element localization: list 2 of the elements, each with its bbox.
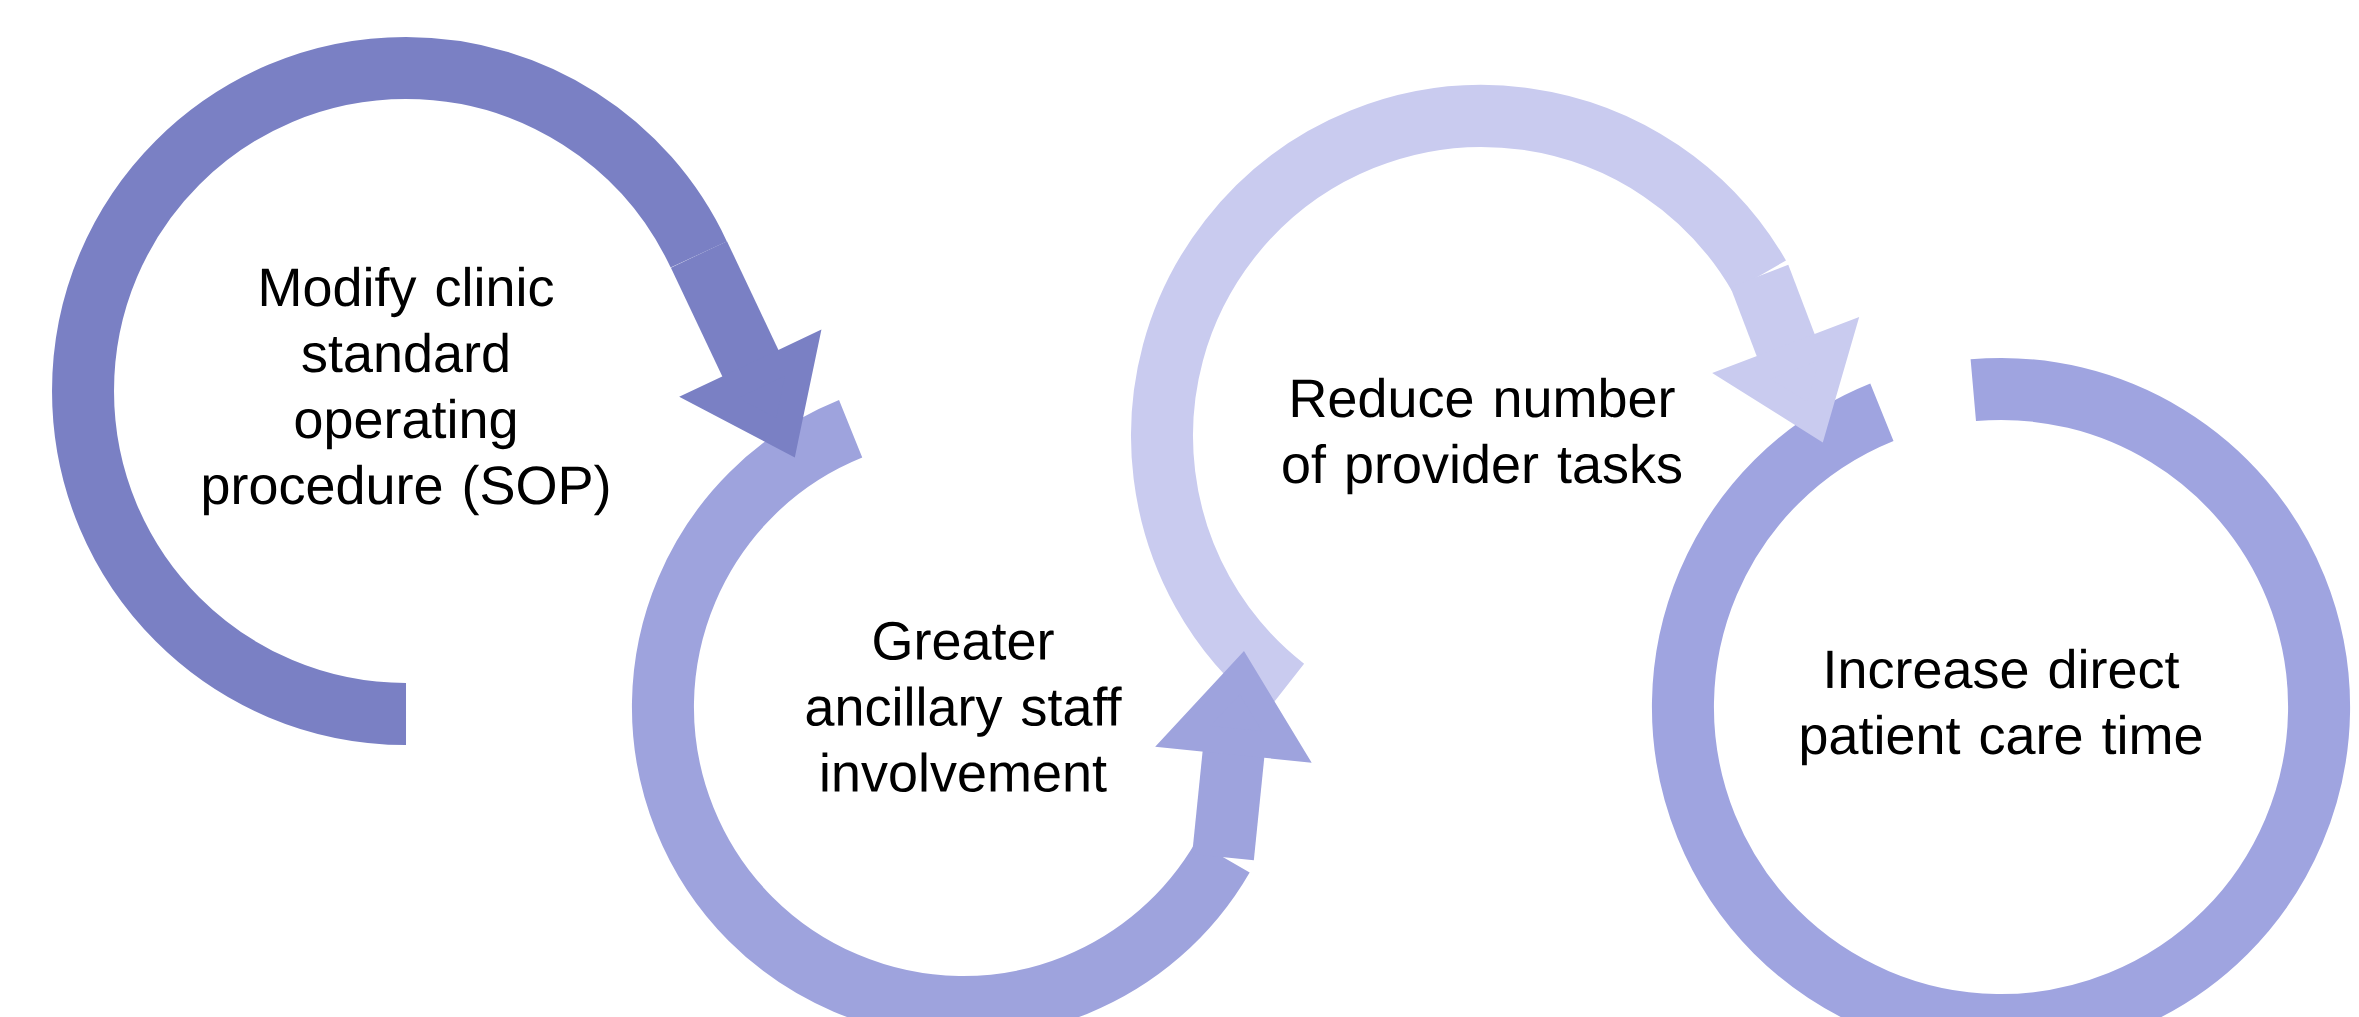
- ring: Greater ancillary staff involvement: [632, 400, 1250, 1017]
- ring: Modify clinic standard operating procedure (SOP): [52, 37, 727, 745]
